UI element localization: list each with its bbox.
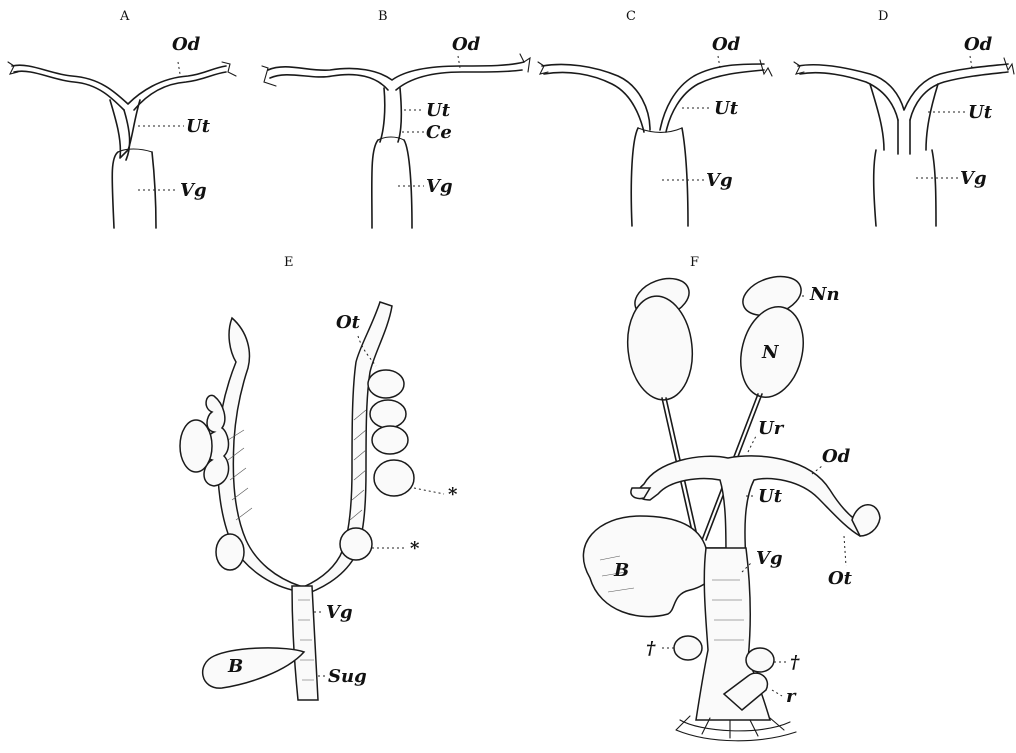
panel-c: C Od Ut Vg: [538, 9, 772, 226]
panel-d-vg-label: Vg: [960, 168, 987, 189]
panel-a-vagina: [112, 149, 156, 228]
panel-e-right-bulb: [340, 528, 372, 560]
panel-b-ut-label: Ut: [426, 100, 451, 121]
panel-e-b-label: B: [227, 656, 243, 677]
panel-f-kidneys: [623, 270, 812, 404]
panel-e-star2-label: *: [410, 538, 420, 559]
panel-e-star1-label: *: [448, 484, 458, 505]
panel-b-vagina: [372, 137, 412, 228]
panel-a-vg-label: Vg: [180, 180, 207, 201]
panel-f-dag1-label: †: [646, 638, 656, 659]
panel-c-vagina: [631, 128, 688, 226]
panel-e-left-oviduct: [180, 318, 300, 590]
panel-f-ot-leader: [844, 536, 846, 566]
panel-c-vg-label: Vg: [706, 170, 733, 191]
panel-b-ce-label: Ce: [426, 122, 452, 143]
panel-b-title: B: [378, 9, 388, 24]
panel-f-gland-right: [746, 648, 774, 672]
panel-d-title: D: [878, 9, 888, 24]
panel-f-dag2-label: †: [790, 652, 800, 673]
panel-f-gland-left: [674, 636, 702, 660]
panel-d-vagina: [874, 150, 936, 226]
panel-e-left-bulb: [216, 534, 244, 570]
panel-a: A Od Ut Vg: [8, 9, 236, 228]
panel-b-uterus: [380, 88, 401, 142]
panel-f-ot-label: Ot: [828, 568, 853, 589]
panel-d: D Od Ut Vg: [794, 9, 1014, 226]
panel-f-ur-label: Ur: [758, 418, 785, 439]
panel-f-vg-label: Vg: [756, 548, 783, 569]
panel-a-od-label: Od: [172, 34, 201, 55]
panel-a-oviducts: [8, 62, 236, 110]
panel-e-coil-3: [372, 426, 408, 454]
panel-e-title: E: [284, 255, 294, 270]
panel-e-sug-label: Sug: [328, 666, 367, 687]
panel-b-od-label: Od: [452, 34, 481, 55]
panel-f-b-label: B: [613, 560, 629, 581]
panel-d-uterus: [870, 84, 938, 154]
panel-e-right-oviduct: [296, 302, 414, 596]
panel-f-n-label: N: [761, 342, 780, 363]
panel-f-od-leader: [812, 466, 822, 474]
panel-f-ur-leader: [748, 436, 756, 452]
panel-c-od-label: Od: [712, 34, 741, 55]
panel-c-title: C: [626, 9, 636, 24]
panel-d-od-label: Od: [964, 34, 993, 55]
panel-f-r-leader: [772, 690, 782, 696]
panel-a-od-leader: [178, 62, 180, 74]
panel-b-oviducts: [262, 54, 530, 90]
panel-f-title: F: [690, 255, 699, 270]
panel-e-left-ovisac: [180, 420, 212, 472]
panel-b: B Od Ut Ce Vg: [262, 9, 530, 228]
panel-c-od-leader: [718, 56, 720, 68]
panel-a-title: A: [119, 9, 130, 24]
panel-c-oviducts: [538, 60, 772, 132]
panel-e-vagina-sinus: [203, 586, 318, 700]
panel-e-coil-2: [370, 400, 406, 428]
panel-e-bladder: [203, 648, 304, 688]
panel-f-left-kidney: [623, 293, 698, 403]
panel-f-od-label: Od: [822, 446, 851, 467]
panel-c-ut-label: Ut: [714, 98, 739, 119]
panel-f-nn-label: Nn: [809, 284, 840, 305]
panel-d-od-leader: [970, 56, 972, 68]
panel-e-vg-label: Vg: [326, 602, 353, 623]
panel-e-ot-label: Ot: [336, 312, 361, 333]
panel-a-ut-label: Ut: [186, 116, 211, 137]
panel-e-coil-4: [374, 460, 414, 496]
panel-e-coil-1: [368, 370, 404, 398]
panel-f: F: [583, 255, 880, 741]
panel-b-vg-label: Vg: [426, 176, 453, 197]
panel-d-ut-label: Ut: [968, 102, 993, 123]
panel-e-star1-leader: [414, 488, 444, 494]
panel-e: E Ot * * Vg B Su: [180, 255, 458, 700]
panel-f-ut-label: Ut: [758, 486, 783, 507]
panel-f-r-label: r: [786, 686, 797, 707]
